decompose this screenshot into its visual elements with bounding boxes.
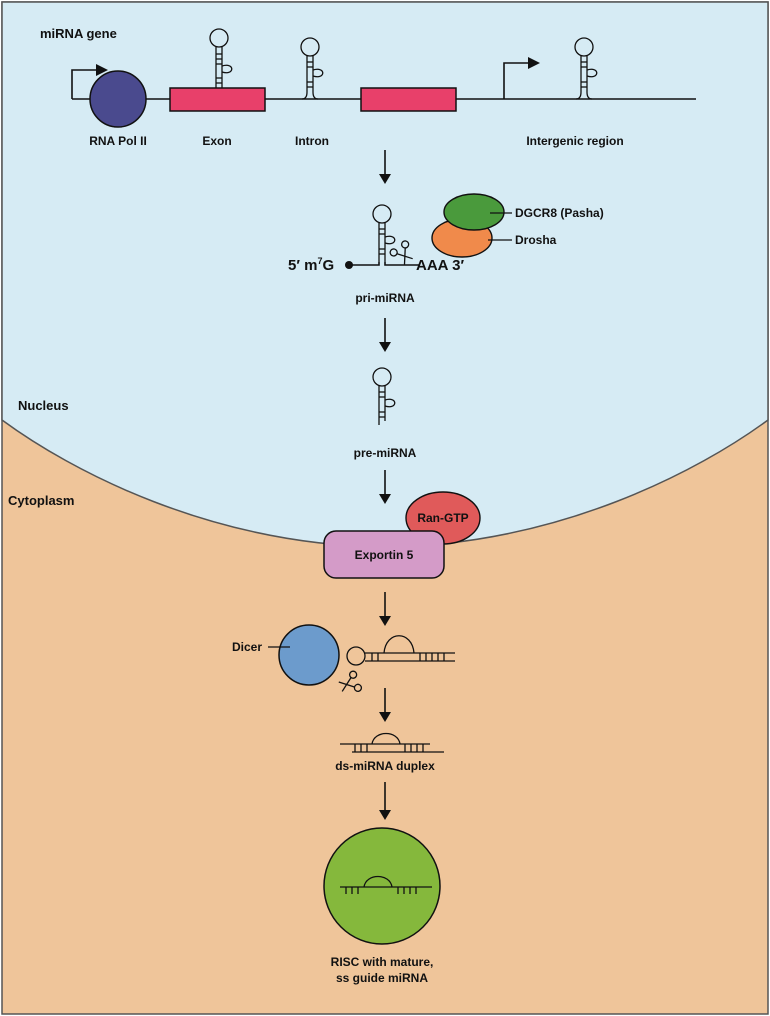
- hairpin-intron: [300, 37, 324, 100]
- dgcr8-label: DGCR8 (Pasha): [515, 206, 604, 220]
- risc-label-line1: RISC with mature,: [331, 955, 434, 969]
- flow-arrow-6: [379, 782, 391, 820]
- ds-mirna-duplex-label: ds-miRNA duplex: [335, 759, 435, 773]
- flow-arrow-2: [379, 318, 391, 352]
- flow-arrow-5: [379, 688, 391, 722]
- dgcr8-ellipse: [443, 193, 505, 231]
- exon-label: Exon: [202, 134, 231, 148]
- pri-mirna-3prime-tail: [384, 262, 420, 266]
- nucleus-label: Nucleus: [18, 398, 69, 413]
- promoter-arrow-2: [503, 62, 528, 99]
- cap-dot: [345, 261, 353, 269]
- pri-mirna-label: pri-miRNA: [355, 291, 415, 305]
- rna-pol-ii-circle: [89, 70, 147, 128]
- ds-mirna-duplex: [340, 732, 444, 753]
- flow-arrow-4: [379, 592, 391, 626]
- exportin-5-pore: [323, 530, 445, 579]
- hairpin-intergenic: [574, 37, 598, 100]
- scissors-icon: [389, 240, 413, 265]
- promoter-arrowhead: [96, 64, 108, 76]
- pre-mirna-hairpin: [372, 367, 396, 425]
- mirna-gene-title: miRNA gene: [40, 26, 117, 41]
- pri-mirna-5prime-tail: [350, 262, 380, 266]
- pri-mirna-hairpin: [372, 204, 396, 262]
- exon-box-2: [360, 87, 457, 112]
- hairpin-exon: [209, 28, 233, 88]
- dicer-circle: [278, 624, 340, 686]
- exon-box-1: [169, 87, 266, 112]
- promoter-arrowhead-2: [528, 57, 540, 69]
- exportin-5-label: Exportin 5: [355, 548, 414, 562]
- ran-gtp-label: Ran-GTP: [417, 511, 468, 525]
- intron-label: Intron: [295, 134, 329, 148]
- flow-arrow-1: [379, 150, 391, 184]
- pre-mirna-label: pre-miRNA: [354, 446, 417, 460]
- rna-pol-ii-label: RNA Pol II: [89, 134, 147, 148]
- dicer-label: Dicer: [232, 640, 262, 654]
- flow-arrow-3: [379, 470, 391, 504]
- intergenic-region-label: Intergenic region: [526, 134, 623, 148]
- risc-label-line2: ss guide miRNA: [336, 971, 428, 985]
- risc-complex: [323, 827, 441, 945]
- dicer-substrate-rna: [346, 635, 455, 666]
- dicer-scissors-icon: [338, 670, 363, 692]
- polya-label: AAA 3′: [416, 257, 464, 274]
- risc-guide-mirna: [340, 875, 432, 894]
- drosha-label: Drosha: [515, 233, 557, 247]
- promoter-arrow: [71, 69, 96, 99]
- cytoplasm-label: Cytoplasm: [8, 493, 74, 508]
- cap-label: 5′ m7G: [288, 256, 334, 274]
